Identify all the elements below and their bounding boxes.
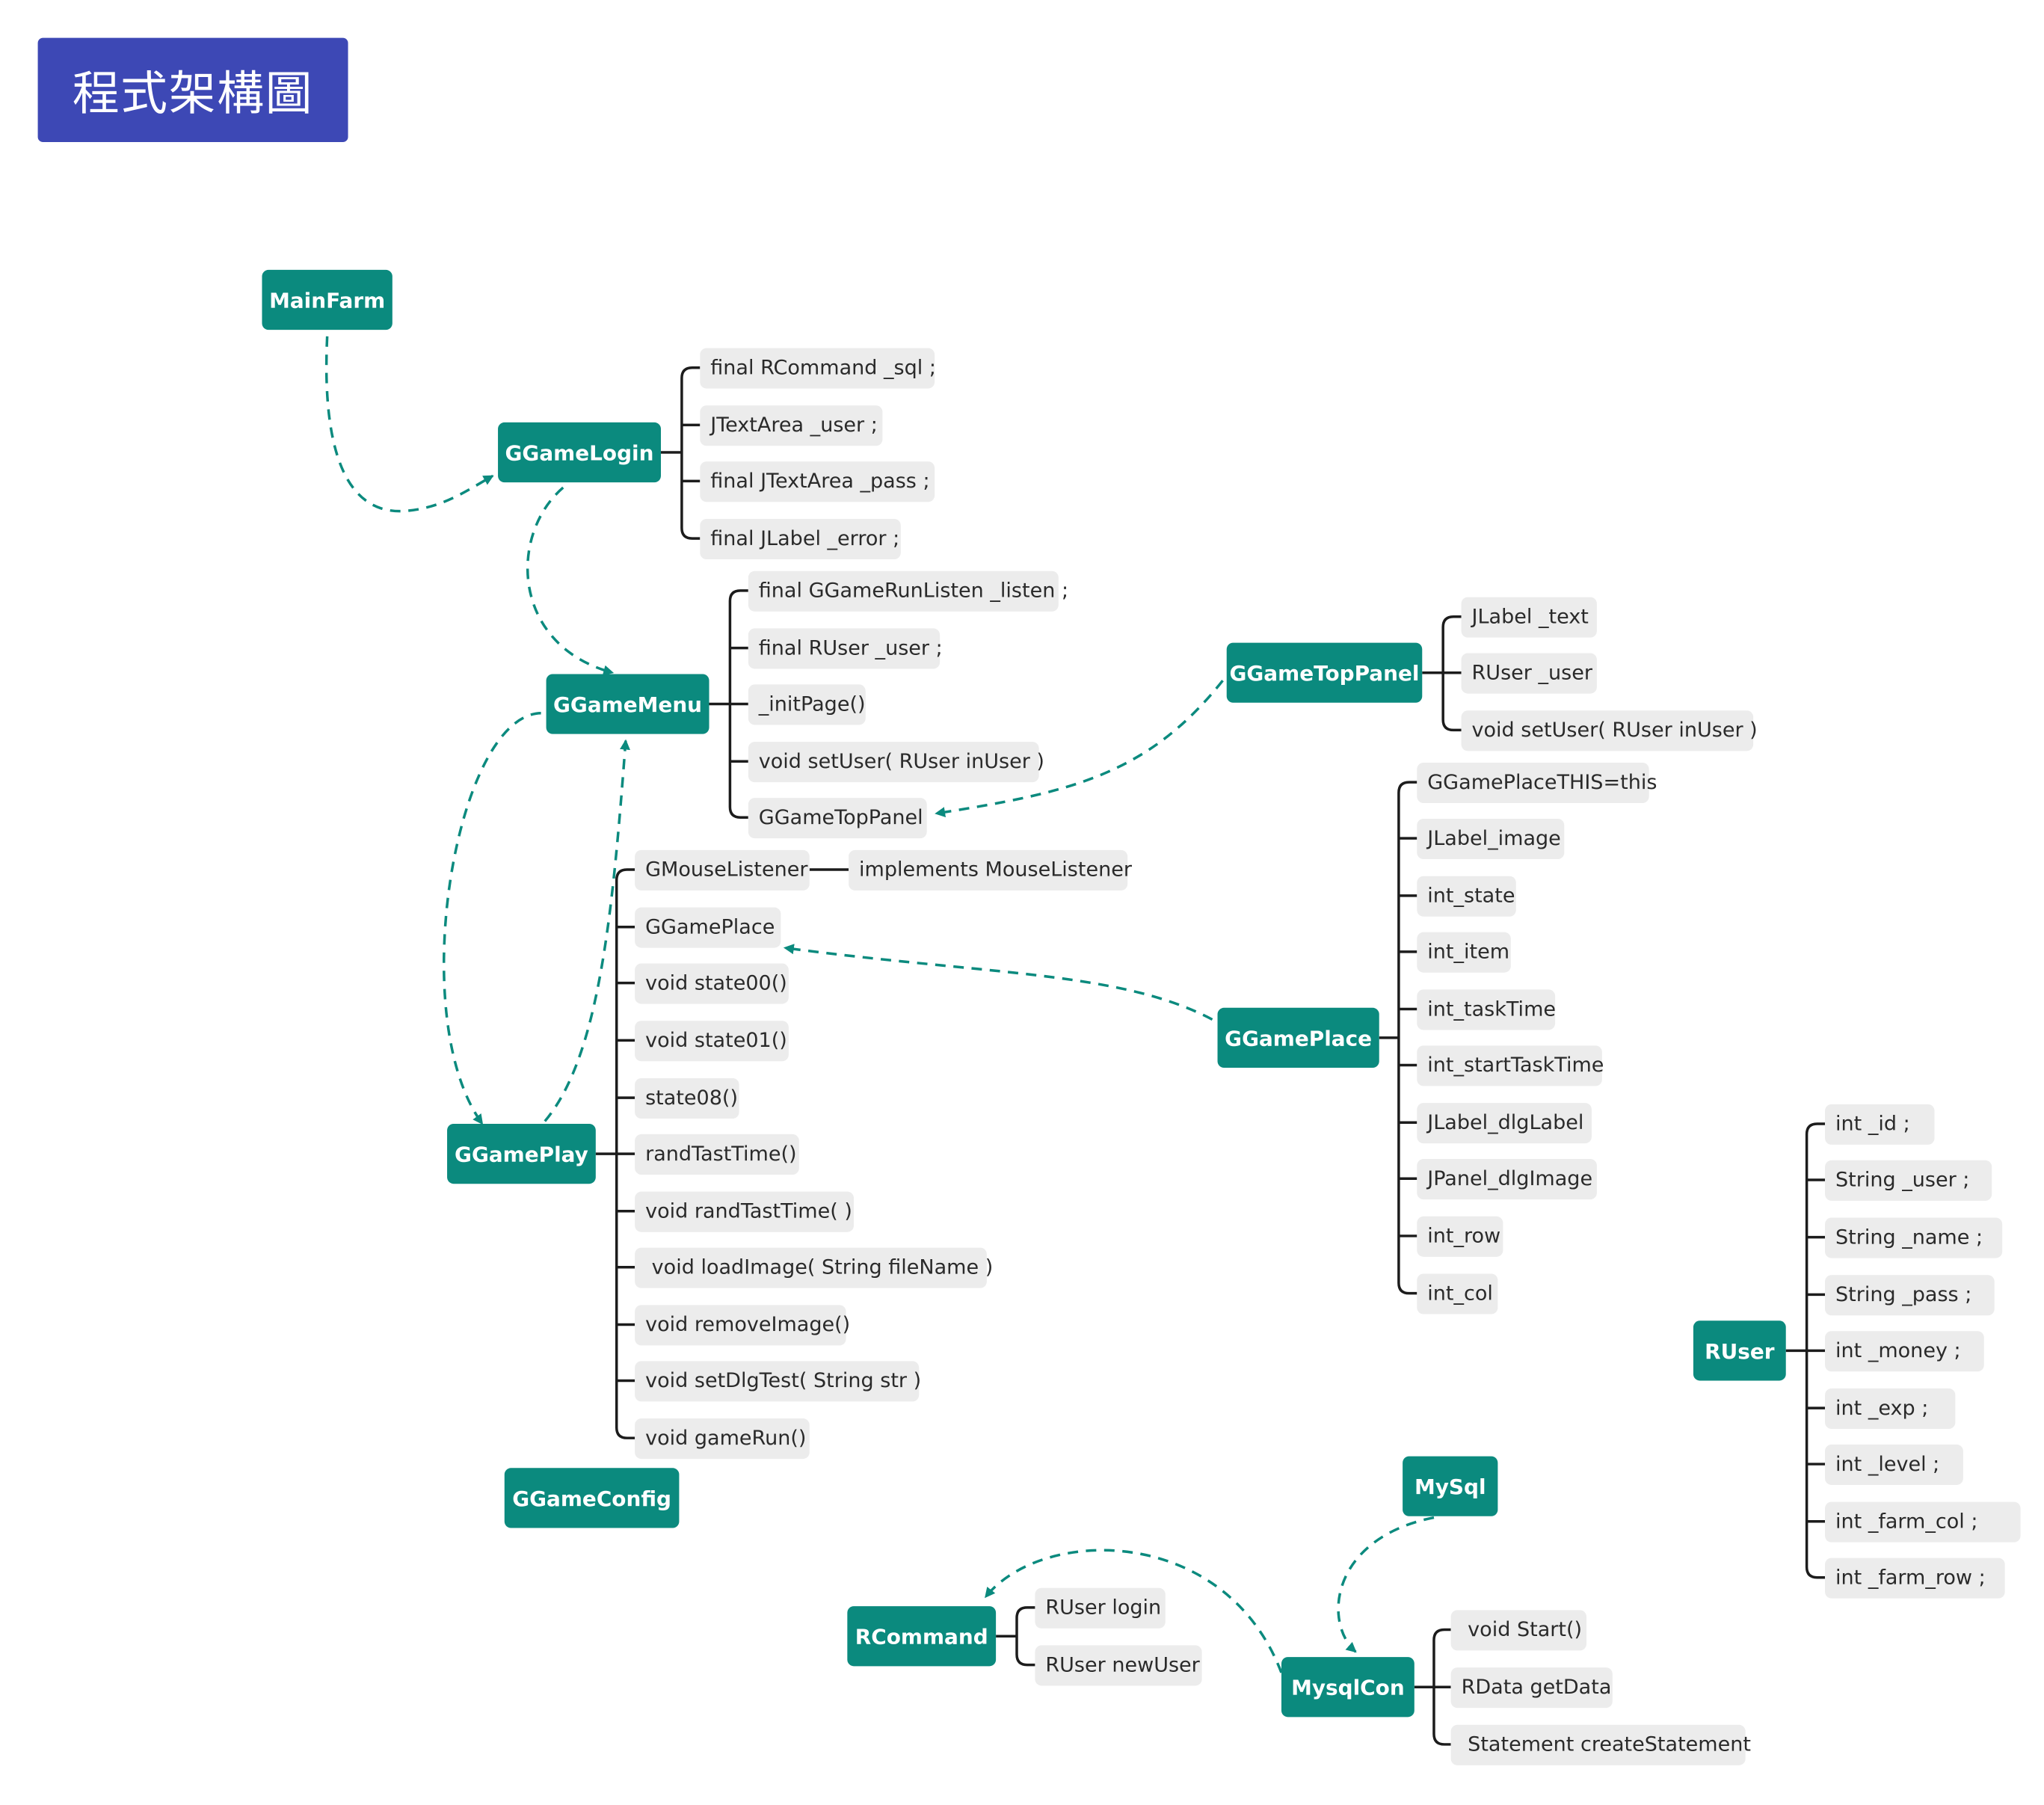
ggameplace-field[interactable]: JLabel_image	[1417, 818, 1565, 859]
page-title: 程式架構圖	[37, 37, 348, 143]
node-ggameplace[interactable]: GGamePlace	[1217, 1007, 1379, 1068]
ggameplace-field[interactable]: int_row	[1417, 1215, 1503, 1256]
ruser-field[interactable]: int _farm_col ;	[1825, 1501, 2021, 1542]
ggamelogin-field[interactable]: final RCommand _sql ;	[700, 347, 936, 388]
ruser-field[interactable]: int _exp ;	[1825, 1388, 1956, 1429]
link-ggameplace-to-play-field	[783, 944, 1213, 1021]
link-ggamelogin-to-ggamemenu	[526, 486, 615, 676]
ggamemenu-field[interactable]: void setUser( RUser inUser )	[748, 741, 1044, 782]
mysqlcon-field[interactable]: RData getData	[1450, 1667, 1613, 1708]
ggamelogin-field[interactable]: final JTextArea _pass ;	[700, 461, 935, 502]
ruser-field[interactable]: String _user ;	[1825, 1159, 1992, 1200]
ggameplay-field[interactable]: randTastTime()	[635, 1134, 799, 1175]
link-ggameplay-to-ggamemenu	[544, 739, 630, 1122]
node-mainfarm[interactable]: MainFarm	[262, 269, 393, 330]
ggamemenu-field[interactable]: final RUser _user ;	[748, 627, 943, 668]
ggameplay-field[interactable]: void randTastTime( )	[635, 1190, 855, 1231]
node-mysql[interactable]: MySql	[1403, 1456, 1498, 1516]
ggametoppanel-field[interactable]: RUser _user	[1461, 652, 1597, 693]
ggameplay-field[interactable]: GGamePlace	[635, 906, 781, 947]
ggametoppanel-field[interactable]: JLabel _text	[1461, 596, 1597, 637]
ggameplay-field[interactable]: void setDlgTest( String str )	[635, 1360, 921, 1401]
node-ggamemenu[interactable]: GGameMenu	[546, 674, 709, 734]
node-ggameplay[interactable]: GGamePlay	[447, 1123, 596, 1184]
ggamemenu-field[interactable]: GGameTopPanel	[748, 797, 927, 838]
ruser-field[interactable]: int _id ;	[1825, 1103, 1935, 1145]
link-mysql-to-mysqlcon	[1337, 1516, 1435, 1653]
ruser-field[interactable]: int _level ;	[1825, 1444, 1963, 1485]
ggameplace-field[interactable]: GGamePlaceTHIS=this	[1417, 762, 1657, 803]
ruser-field[interactable]: int _money ;	[1825, 1330, 1984, 1371]
link-ggamemenu-to-ggameplay	[443, 712, 541, 1125]
ggameplace-field[interactable]: int_state	[1417, 875, 1516, 916]
ggameplay-field[interactable]: void state01()	[635, 1020, 789, 1061]
ggametoppanel-field[interactable]: void setUser( RUser inUser )	[1461, 710, 1758, 751]
node-rcommand[interactable]: RCommand	[847, 1606, 997, 1667]
link-mainfarm-to-ggamelogin	[324, 336, 494, 513]
ggameplay-field[interactable]: GMouseListener	[635, 849, 810, 891]
ggamemenu-field[interactable]: _initPage()	[748, 683, 866, 725]
ggameplay-field[interactable]: void gameRun()	[635, 1418, 810, 1459]
ggameplay-field[interactable]: void loadImage( String fileName )	[635, 1246, 993, 1288]
mysqlcon-field[interactable]: void Start()	[1450, 1609, 1586, 1650]
node-ggametoppanel[interactable]: GGameTopPanel	[1226, 642, 1423, 703]
ggameplace-field[interactable]: JLabel_dlgLabel	[1417, 1102, 1592, 1143]
ruser-field[interactable]: String _name ;	[1825, 1217, 2003, 1258]
node-ggamelogin[interactable]: GGameLogin	[498, 422, 662, 483]
ggameplace-field[interactable]: int_item	[1417, 931, 1511, 972]
ggamelogin-field[interactable]: JTextArea _user ;	[700, 405, 883, 446]
ggamemenu-field[interactable]: final GGameRunListen _listen ;	[748, 570, 1068, 611]
rcommand-field[interactable]: RUser newUser	[1035, 1644, 1202, 1685]
ggameplay-field[interactable]: void state00()	[635, 962, 789, 1003]
link-mysqlcon-to-rcommand	[984, 1549, 1283, 1673]
ggameplace-field[interactable]: int_startTaskTime	[1417, 1045, 1604, 1086]
ruser-field[interactable]: int _farm_row ;	[1825, 1557, 2005, 1598]
ggameplay-field[interactable]: void removeImage()	[635, 1304, 850, 1345]
implements-mouselistener[interactable]: implements MouseListener	[849, 849, 1132, 891]
node-ruser[interactable]: RUser	[1693, 1320, 1786, 1381]
node-mysqlcon[interactable]: MysqlCon	[1281, 1657, 1415, 1718]
node-ggameconfig[interactable]: GGameConfig	[504, 1468, 680, 1528]
mysqlcon-field[interactable]: Statement createStatement	[1450, 1723, 1751, 1765]
ggameplace-field[interactable]: int_taskTime	[1417, 988, 1556, 1030]
rcommand-field[interactable]: RUser login	[1035, 1587, 1166, 1628]
ggameplace-field[interactable]: JPanel_dlgImage	[1417, 1158, 1597, 1199]
link-toppanel-to-menu-field	[935, 680, 1224, 818]
ggameplace-field[interactable]: int_col	[1417, 1273, 1498, 1314]
ggameplay-field[interactable]: state08()	[635, 1077, 739, 1119]
ruser-field[interactable]: String _pass ;	[1825, 1274, 1995, 1315]
ggamelogin-field[interactable]: final JLabel _error ;	[700, 518, 901, 559]
